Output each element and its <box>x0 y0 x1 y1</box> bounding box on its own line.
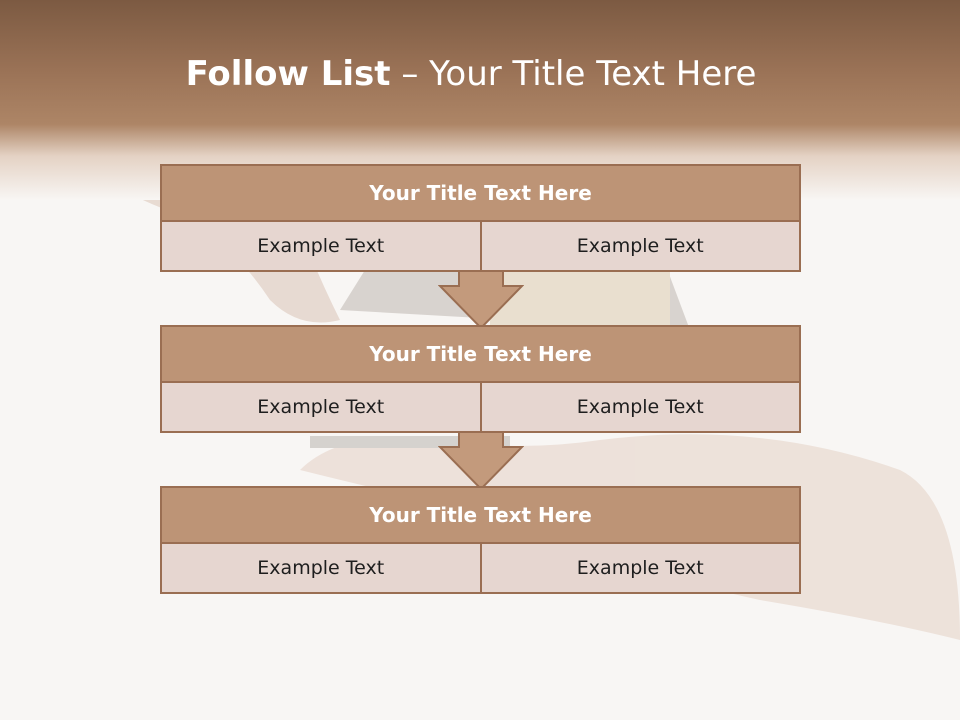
block-title: Your Title Text Here <box>160 486 801 544</box>
block-row: Example Text Example Text <box>160 544 801 594</box>
down-arrow-icon <box>438 431 524 491</box>
slide-title: Follow List – Your Title Text Here <box>0 54 942 94</box>
block-cell-right: Example Text <box>479 222 799 270</box>
block-cell-left: Example Text <box>162 544 480 592</box>
list-block-3: Your Title Text Here Example Text Exampl… <box>160 486 801 594</box>
block-title: Your Title Text Here <box>160 164 801 222</box>
block-cell-left: Example Text <box>162 383 480 431</box>
block-row: Example Text Example Text <box>160 383 801 433</box>
list-block-2: Your Title Text Here Example Text Exampl… <box>160 325 801 433</box>
down-arrow-icon <box>438 270 524 330</box>
block-cell-right: Example Text <box>479 544 799 592</box>
slide-title-bold: Follow List <box>185 54 391 94</box>
slide-title-rest: – Your Title Text Here <box>401 54 757 94</box>
block-title: Your Title Text Here <box>160 325 801 383</box>
block-cell-left: Example Text <box>162 222 480 270</box>
block-row: Example Text Example Text <box>160 222 801 272</box>
list-block-1: Your Title Text Here Example Text Exampl… <box>160 164 801 272</box>
block-cell-right: Example Text <box>479 383 799 431</box>
